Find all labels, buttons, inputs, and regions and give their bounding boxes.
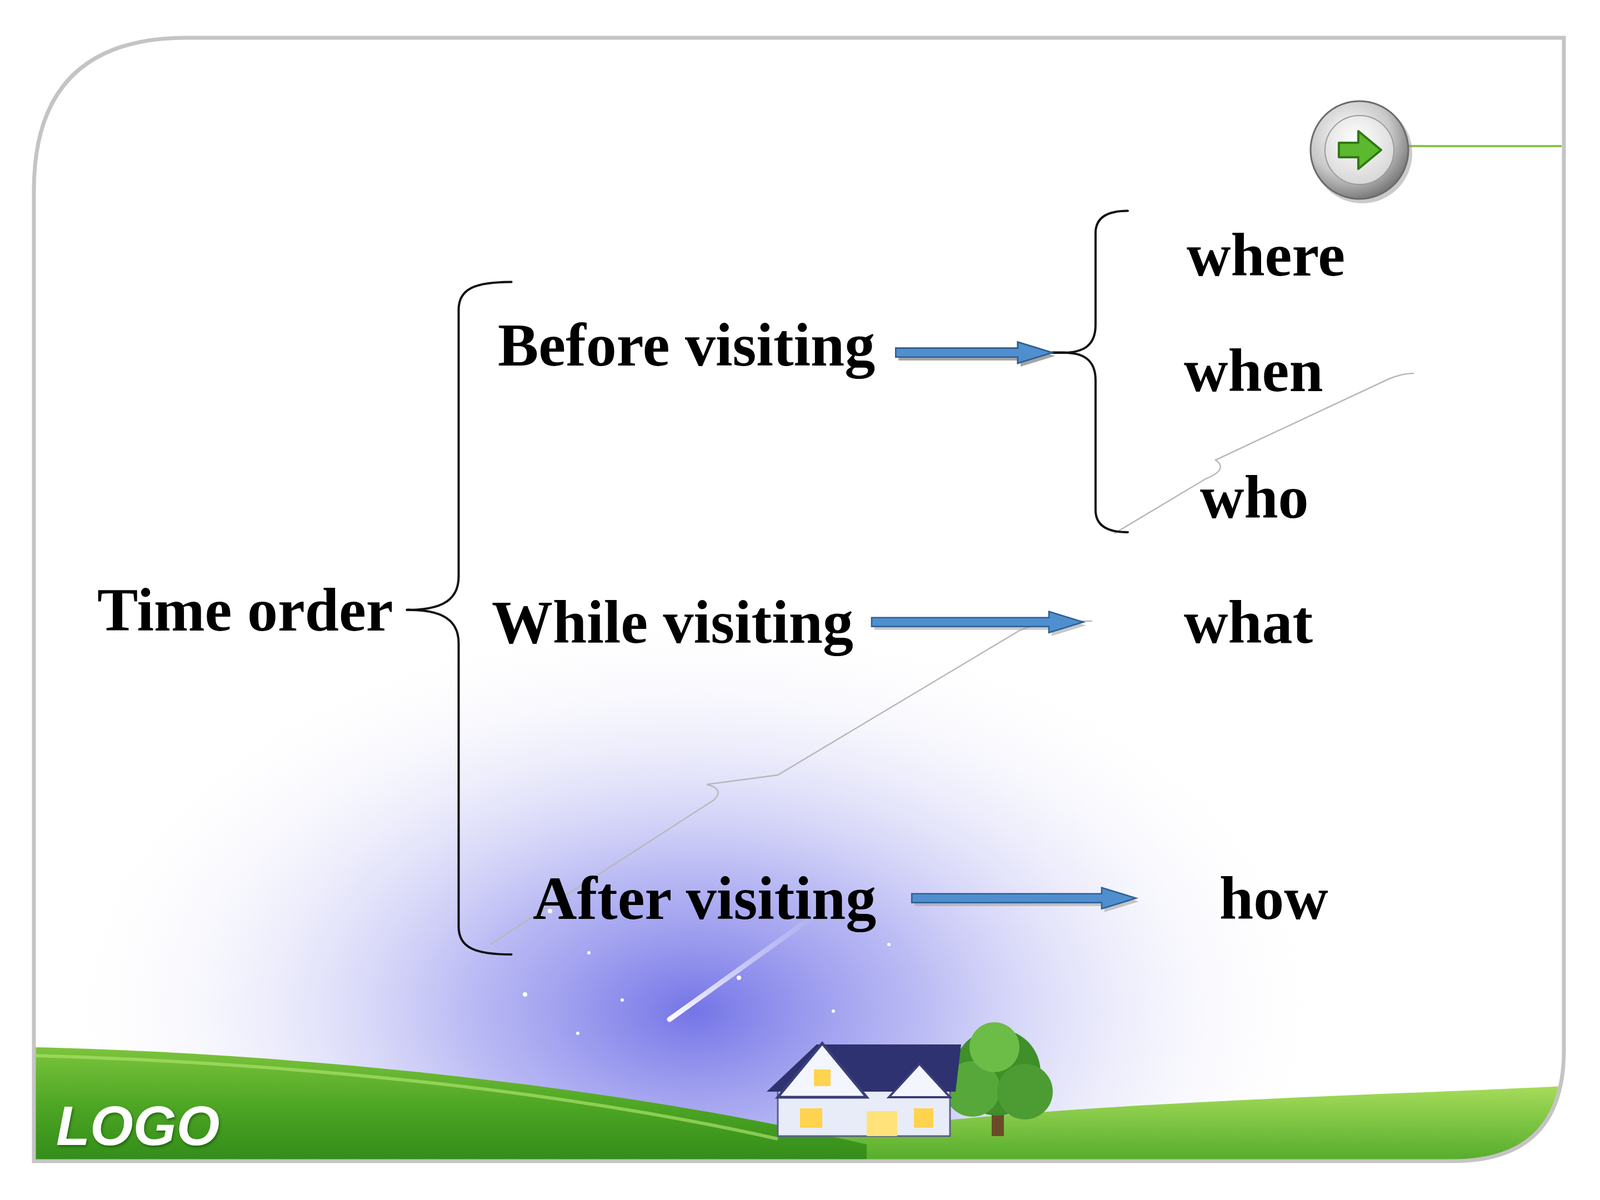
connector <box>407 610 512 955</box>
block-arrow <box>871 611 1084 633</box>
tree <box>944 1022 1053 1137</box>
button-arrow <box>1338 131 1382 169</box>
text-node: when <box>1065 335 1324 407</box>
connector <box>895 342 1066 367</box>
brace-line <box>407 282 512 610</box>
block-arrow <box>911 887 1137 909</box>
node-text: While visiting <box>491 587 854 658</box>
grass-hill <box>33 1047 867 1167</box>
star-dot <box>620 998 624 1002</box>
node-text: how <box>1219 863 1329 934</box>
house-window <box>866 1111 898 1137</box>
text-node: where <box>1065 211 1345 291</box>
button-ring <box>1310 101 1409 199</box>
node-text: Before visiting <box>497 310 875 381</box>
house-gable <box>888 1063 950 1098</box>
house-window <box>813 1069 831 1087</box>
connector <box>911 887 1139 913</box>
text-node: who <box>1065 462 1309 533</box>
node-text: After visiting <box>532 863 877 934</box>
node-text: who <box>1200 462 1309 533</box>
house-window <box>913 1108 934 1128</box>
star-dot <box>587 951 591 955</box>
brace-line <box>1052 211 1128 353</box>
star-dot <box>522 992 528 997</box>
connector <box>895 211 1128 367</box>
star-dot <box>736 975 742 980</box>
house-gable <box>777 1043 867 1098</box>
house <box>766 1043 962 1137</box>
node-text: what <box>1183 587 1313 658</box>
star-dot <box>576 1031 580 1035</box>
bottom-scene <box>33 611 1564 1200</box>
brace-line <box>1052 352 1128 533</box>
connector <box>871 611 1087 637</box>
node-text: Time order <box>97 575 394 646</box>
text-node: Time order <box>97 575 408 646</box>
text-node: how <box>1136 863 1329 934</box>
logo-text: LOGO <box>56 1093 220 1158</box>
slide-frame <box>33 37 1564 1162</box>
button-face <box>1325 115 1394 185</box>
node-text: where <box>1186 220 1345 291</box>
next-button <box>1310 101 1413 204</box>
tree-leaves <box>969 1022 1020 1073</box>
tree-leaves <box>997 1063 1053 1120</box>
text-node: what <box>1083 587 1313 658</box>
house-window <box>800 1108 823 1128</box>
connector <box>895 342 1128 533</box>
text-node: Before visiting <box>411 282 896 381</box>
block-arrow <box>895 342 1053 364</box>
star-dot <box>887 942 891 947</box>
text-node: After visiting <box>411 863 912 955</box>
connector <box>407 282 512 610</box>
brace-line <box>407 610 512 955</box>
green-rule <box>1408 145 1562 148</box>
node-text: when <box>1183 335 1324 407</box>
star-dot <box>831 1009 835 1013</box>
text-node: While visiting <box>411 587 872 658</box>
